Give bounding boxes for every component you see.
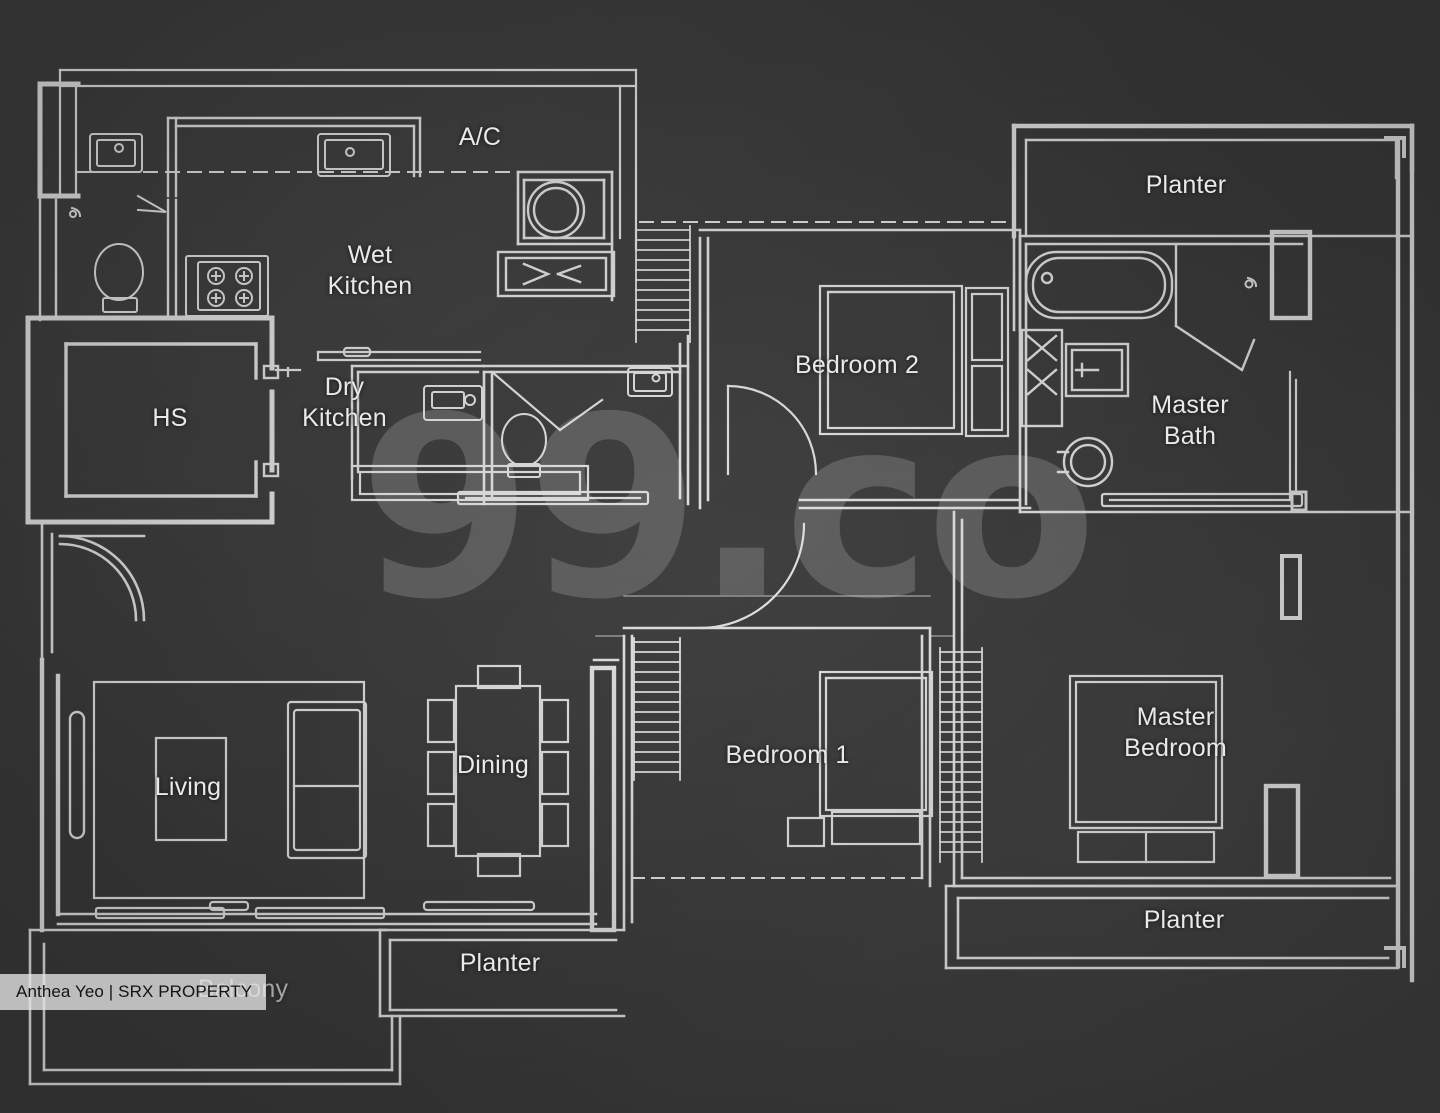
planter-top-right-walls [1011,123,1415,239]
right-wall-window-top [1280,554,1302,620]
entry-wall [40,522,54,662]
wc-master [1056,436,1114,488]
bed-master-bedroom [1068,674,1224,864]
dry-kitchen-island [350,464,590,502]
coffee-table-living [154,736,228,842]
common-bath-2-diagonal-door [490,370,604,432]
dining-bedroom-partition [589,665,617,933]
bathtub-master [1024,250,1174,320]
wc-common-2 [501,413,547,478]
living-window-slot [68,710,86,840]
bedroom-1-door-swing [698,522,806,630]
master-bedroom-walls [952,510,1400,888]
hs-door-marks [262,364,280,478]
living-sliding-door-left [94,900,536,920]
master-bath-walls [1018,234,1414,514]
guide-lines [41,595,955,931]
master-bath-threshold [1100,492,1304,508]
sofa-living [286,700,368,860]
louvre-hatch-upper [635,225,691,343]
living-outer-wall [39,657,61,933]
living-wall-bottom [56,912,598,926]
dry-kitchen-counter [274,346,482,378]
washer-shaft-walls [516,170,614,302]
bed-bedroom-2 [818,284,964,436]
planter-bottom-right-walls [944,884,1400,970]
shower-tap-icon [1244,276,1258,289]
bedroom-2-door-swing [726,384,818,476]
stove-hob [185,255,269,317]
planter-top-right-inner [1024,138,1398,238]
master-bedroom-louvre [939,647,983,863]
dry-kitchen-partition [350,364,486,480]
master-bath-vertical-rail [1288,370,1298,502]
service-yard-partition [166,116,422,198]
household-shelter-inner [64,342,258,498]
basin-master [1064,342,1130,398]
wardrobe-master-bath [1020,328,1064,428]
planter-bottom-right-bracket [1384,946,1406,968]
living-rug [92,680,366,900]
corridor-walls [482,334,690,506]
living-entry-door-swing [58,534,146,622]
master-bath-door-stop [1290,490,1308,512]
yard-door-swing [136,194,167,213]
master-bath-window-panel [1269,229,1313,321]
planter-corner-bracket [1384,136,1406,158]
agent-credit-watermark: Anthea Yeo | SRX PROPERTY [0,974,267,1010]
dining-table-six-seater [426,664,570,878]
bath-tap-icon [69,206,82,218]
ac-ledge-dashed [77,171,1015,223]
basin-common-2 [627,367,673,397]
bedroom-2-walls [698,228,1032,510]
service-yard-thick-wall [37,81,81,199]
bed-bedroom-1 [786,670,934,848]
planter-bottom-center-walls [378,928,626,1018]
wc-common [94,243,144,313]
appliance-oven [423,385,483,421]
common-bath-walls [38,194,188,322]
sink-wet-kitchen [317,133,391,177]
master-bath-shower-screen [1174,242,1256,372]
wardrobe-bedroom-2 [964,286,1010,438]
bedroom-1-louvre [633,637,681,781]
washing-machine [526,180,586,240]
utility-cabinet [496,250,616,298]
master-bedroom-window-panel [1263,783,1301,879]
household-shelter-walls [25,315,275,525]
right-outer-wall [1395,123,1415,983]
service-yard-walls [58,68,638,250]
sink-service-yard [89,133,143,173]
threshold-bar-left [456,490,650,506]
bedroom-1-walls [592,626,932,932]
